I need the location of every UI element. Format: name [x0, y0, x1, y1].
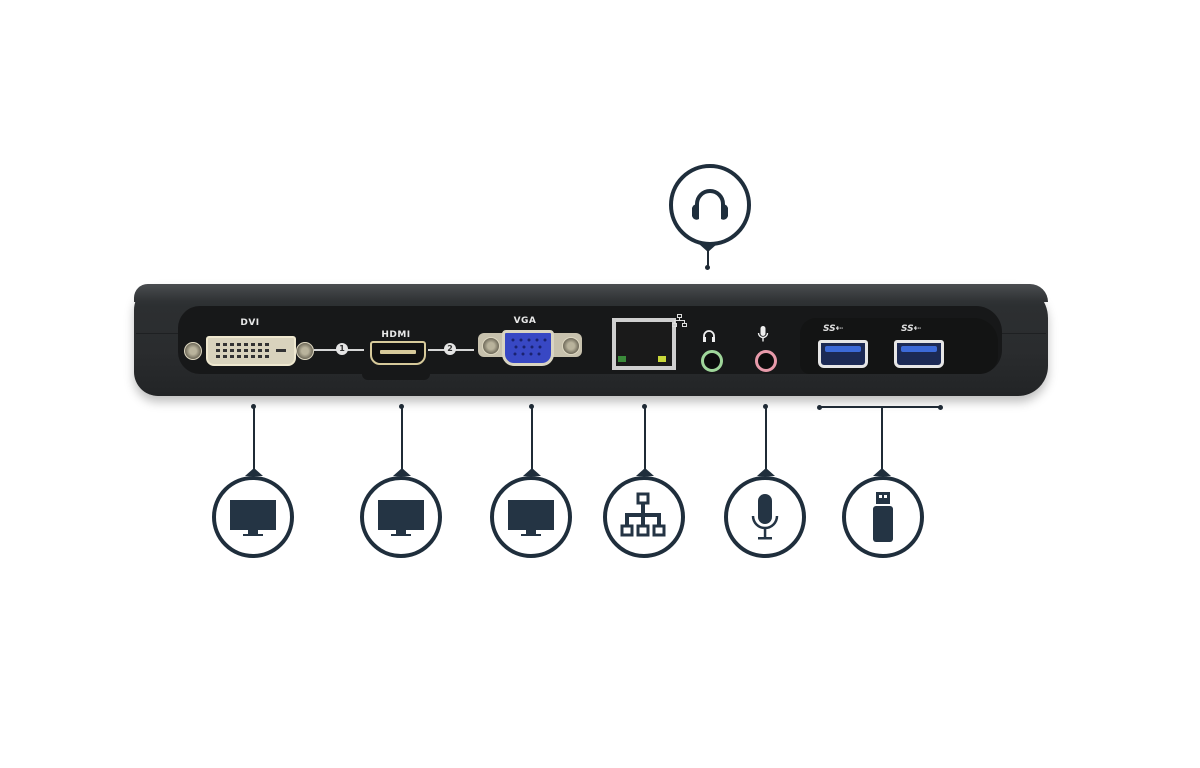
dvi-label: DVI [240, 318, 260, 328]
dock-top-rim [134, 284, 1048, 302]
callout-pointer [699, 244, 717, 252]
headphones-callout [669, 164, 751, 246]
network-icon [620, 492, 666, 537]
callout-stem [881, 407, 883, 470]
dvi-monitor-callout [212, 476, 294, 558]
hdmi-port [370, 341, 426, 365]
headphone-symbol-icon [703, 330, 715, 342]
microphone-icon [751, 494, 779, 540]
vga-screw-left [482, 337, 500, 355]
usb-ss-logo-1: SS⇠ [823, 324, 844, 334]
ethernet-port [612, 318, 676, 370]
callout-pointer [636, 468, 654, 476]
callout-pointer [393, 468, 411, 476]
microphone-jack [755, 350, 777, 372]
monitor-icon [230, 500, 276, 536]
dvi-screw-right [296, 342, 314, 360]
usb-bracket-line [819, 406, 941, 408]
hdmi-monitor-callout [360, 476, 442, 558]
callout-pointer [245, 468, 263, 476]
callout-pointer [873, 468, 891, 476]
usb-port-2 [894, 340, 944, 368]
callout-stem [644, 406, 646, 470]
network-callout [603, 476, 685, 558]
hdmi-pin-strip [380, 350, 416, 354]
callout-stem [531, 406, 533, 470]
vga-label: VGA [513, 316, 537, 326]
vga-monitor-callout [490, 476, 572, 558]
hdmi-recess [362, 366, 430, 380]
vga-screw-right [562, 337, 580, 355]
usb-port-1 [818, 340, 868, 368]
usb-ss-logo-2: SS⇠ [901, 324, 922, 334]
dvi-port [206, 336, 296, 366]
monitor-icon [378, 500, 424, 536]
dvi-screw-left [184, 342, 202, 360]
monitor-icon [508, 500, 554, 536]
bracket-dot-right [938, 405, 943, 410]
callout-pointer [757, 468, 775, 476]
headphones-icon [692, 189, 728, 220]
link-led [618, 356, 626, 362]
callout-stem [253, 406, 255, 470]
vga-port [502, 330, 554, 366]
microphone-callout [724, 476, 806, 558]
display-number-2: 2 [444, 343, 456, 355]
hdmi-label: HDMI [381, 330, 411, 340]
display-number-1: 1 [336, 343, 348, 355]
activity-led [658, 356, 666, 362]
callout-stem [765, 406, 767, 470]
usb-drive-callout [842, 476, 924, 558]
callout-pointer [523, 468, 541, 476]
usb-tongue [901, 346, 937, 352]
callout-dot [705, 265, 710, 270]
headphone-jack [701, 350, 723, 372]
microphone-symbol-icon [757, 326, 769, 342]
usb-drive-icon [873, 492, 893, 542]
callout-stem [707, 250, 709, 266]
vga-pins-icon [511, 338, 547, 356]
dvi-pins-icon [216, 343, 286, 358]
callout-stem [401, 406, 403, 470]
network-symbol-icon [672, 314, 687, 327]
usb-tongue [825, 346, 861, 352]
